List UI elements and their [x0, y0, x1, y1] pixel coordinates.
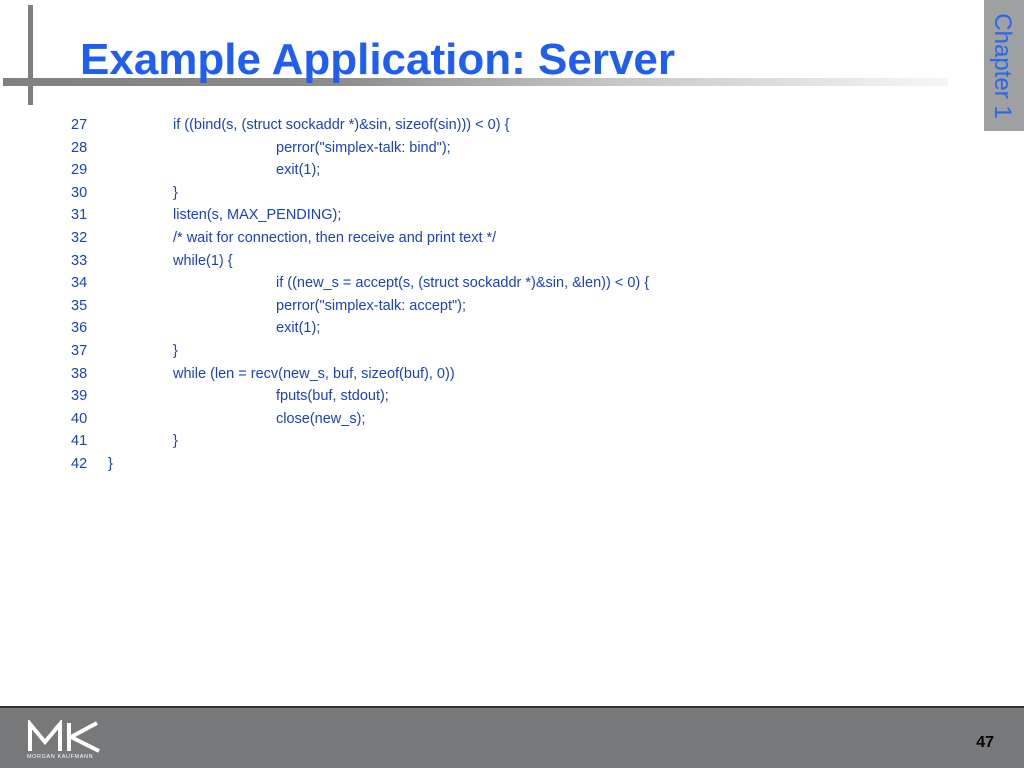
code-text: perror("simplex-talk: bind");	[276, 139, 451, 156]
line-number: 29	[71, 162, 88, 179]
footer-bar: MORGAN KAUFMANN 47	[0, 706, 1024, 768]
line-number: 28	[71, 139, 88, 156]
code-text: }	[173, 433, 178, 450]
line-number: 39	[71, 388, 88, 405]
code-text: if ((new_s = accept(s, (struct sockaddr …	[276, 275, 650, 292]
chapter-label: Chapter 1	[989, 13, 1016, 119]
code-text: }	[173, 342, 178, 359]
code-text: if ((bind(s, (struct sockaddr *)&sin, si…	[173, 117, 510, 133]
code-line: 41}	[0, 430, 940, 453]
code-text: /* wait for connection, then receive and…	[173, 229, 497, 246]
chapter-tab	[984, 0, 1024, 131]
code-line: 38 while (len = recv(new_s, buf, sizeof(b…	[0, 363, 940, 386]
line-number: 27	[71, 117, 88, 133]
code-line: 39 fputs(buf, stdout);	[0, 385, 940, 408]
code-listing: 27 if ((bind(s, (struct sockaddr *)&sin, …	[0, 114, 940, 476]
code-line: 34 if ((new_s = accept(s, (struct sockadd…	[0, 272, 940, 295]
code-text: perror("simplex-talk: accept");	[276, 297, 466, 314]
code-text: while(1) {	[173, 252, 233, 269]
line-number: 33	[71, 252, 88, 269]
code-line: 40 close(new_s);	[0, 408, 940, 431]
code-line: 32 /* wait for connection, then receive a…	[0, 227, 940, 250]
code-line: 36 exit(1);	[0, 317, 940, 340]
code-line: 27 if ((bind(s, (struct sockaddr *)&sin, …	[0, 114, 940, 137]
line-number: 36	[71, 320, 88, 337]
title-vertical-rule	[28, 5, 33, 105]
line-number: 32	[71, 229, 88, 246]
code-text: close(new_s);	[276, 410, 366, 427]
line-number: 31	[71, 207, 88, 224]
title-horizontal-rule	[3, 78, 948, 86]
line-number: 34	[71, 275, 88, 292]
code-line: 33 while(1) {	[0, 250, 940, 273]
code-line: 37}	[0, 340, 940, 363]
line-number: 30	[71, 184, 88, 201]
code-line: 29 exit(1);	[0, 159, 940, 182]
code-text: exit(1);	[276, 320, 321, 337]
slide-title: Example Application: Server	[80, 35, 676, 84]
code-line: 30}	[0, 182, 940, 205]
code-line: 31 listen(s, MAX_PENDING);	[0, 204, 940, 227]
code-text: }	[108, 455, 113, 472]
line-number: 42	[71, 455, 88, 472]
line-number: 37	[71, 342, 88, 359]
publisher-logo: MORGAN KAUFMANN	[27, 718, 103, 764]
code-line: 42}	[0, 453, 940, 476]
code-text: }	[173, 184, 178, 201]
line-number: 40	[71, 410, 88, 427]
code-line: 35 perror("simplex-talk: accept");	[0, 295, 940, 318]
code-text: while (len = recv(new_s, buf, sizeof(buf…	[173, 365, 455, 382]
line-number: 41	[71, 433, 88, 450]
logo-subtitle: MORGAN KAUFMANN	[27, 754, 94, 760]
code-text: exit(1);	[276, 162, 321, 179]
code-line: 28 perror("simplex-talk: bind");	[0, 137, 940, 160]
page-number: 47	[976, 734, 994, 751]
line-number: 35	[71, 297, 88, 314]
code-text: listen(s, MAX_PENDING);	[173, 207, 342, 224]
code-text: fputs(buf, stdout);	[276, 388, 389, 405]
line-number: 38	[71, 365, 88, 382]
mk-logo-icon	[28, 718, 100, 753]
